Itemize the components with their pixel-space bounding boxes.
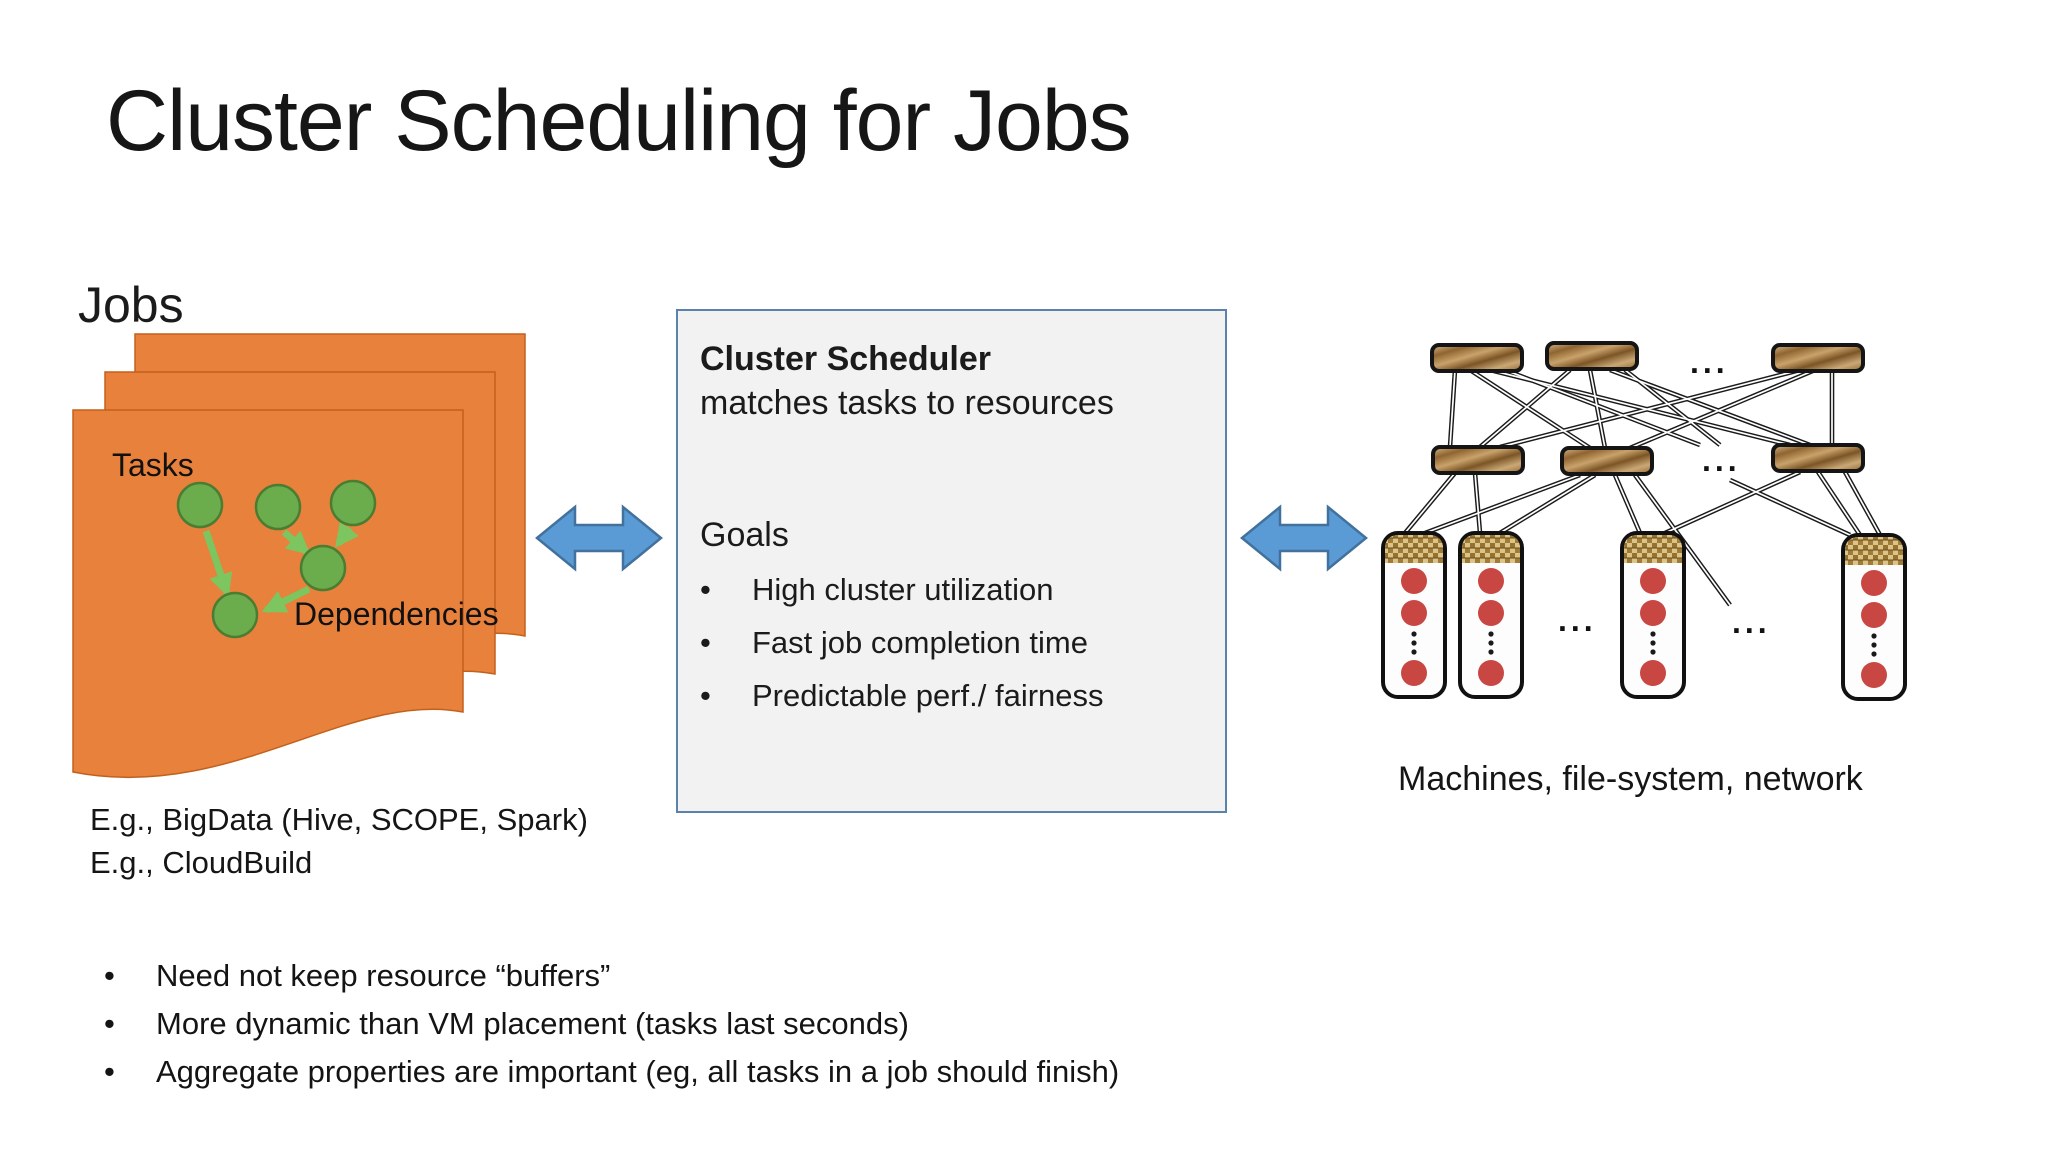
task-nodes: [176, 479, 377, 639]
machine-rack: [1841, 533, 1907, 701]
note-item: Need not keep resource “buffers”: [104, 952, 1119, 1000]
tasks-label: Tasks: [112, 447, 194, 483]
dependency-arrows: [202, 521, 359, 614]
jobs-heading: Jobs: [78, 277, 184, 333]
left-double-arrow-icon: [535, 504, 663, 572]
goal-item: Predictable perf./ fairness: [700, 669, 1201, 722]
aggregation-switch: [1771, 443, 1865, 473]
rack-ellipsis: ...: [1558, 602, 1597, 638]
machine-rack: [1620, 531, 1686, 699]
right-double-arrow-icon: [1240, 504, 1368, 572]
task-node: [176, 481, 224, 529]
slide-title: Cluster Scheduling for Jobs: [106, 73, 1132, 169]
goals-heading: Goals: [700, 516, 789, 554]
bottom-notes: Need not keep resource “buffers” More dy…: [104, 952, 1119, 1096]
rack-ellipsis: ...: [1732, 604, 1771, 640]
aggregation-switch: [1560, 446, 1654, 476]
task-node: [329, 479, 377, 527]
goal-item: High cluster utilization: [700, 563, 1201, 616]
mid-row-ellipsis: ...: [1702, 442, 1741, 478]
aggregation-switch: [1431, 445, 1525, 475]
cluster-caption: Machines, file-system, network: [1398, 760, 1863, 798]
cluster-network-graphic: ... ... ... ...: [1381, 341, 1907, 701]
jobs-stack-graphic: [72, 333, 526, 779]
goal-item: Fast job completion time: [700, 616, 1201, 669]
job-examples: E.g., BigData (Hive, SCOPE, Spark) E.g.,…: [90, 798, 588, 884]
dependencies-label: Dependencies: [294, 596, 499, 632]
job-example-1: E.g., BigData (Hive, SCOPE, Spark): [90, 802, 588, 837]
top-row-ellipsis: ...: [1690, 344, 1729, 380]
core-switch: [1545, 341, 1639, 371]
core-switch: [1771, 343, 1865, 373]
machine-rack: [1458, 531, 1524, 699]
note-item: More dynamic than VM placement (tasks la…: [104, 1000, 1119, 1048]
goals-list: High cluster utilization Fast job comple…: [700, 563, 1201, 722]
note-item: Aggregate properties are important (eg, …: [104, 1048, 1119, 1096]
task-node: [254, 483, 302, 531]
job-example-2: E.g., CloudBuild: [90, 845, 313, 880]
task-node: [211, 591, 259, 639]
scheduler-box: Cluster Scheduler matches tasks to resou…: [676, 309, 1227, 813]
task-node: [299, 544, 347, 592]
scheduler-title: Cluster Scheduler: [700, 340, 991, 378]
scheduler-subtitle: matches tasks to resources: [700, 384, 1114, 422]
machine-rack: [1381, 531, 1447, 699]
core-switch: [1430, 343, 1524, 373]
